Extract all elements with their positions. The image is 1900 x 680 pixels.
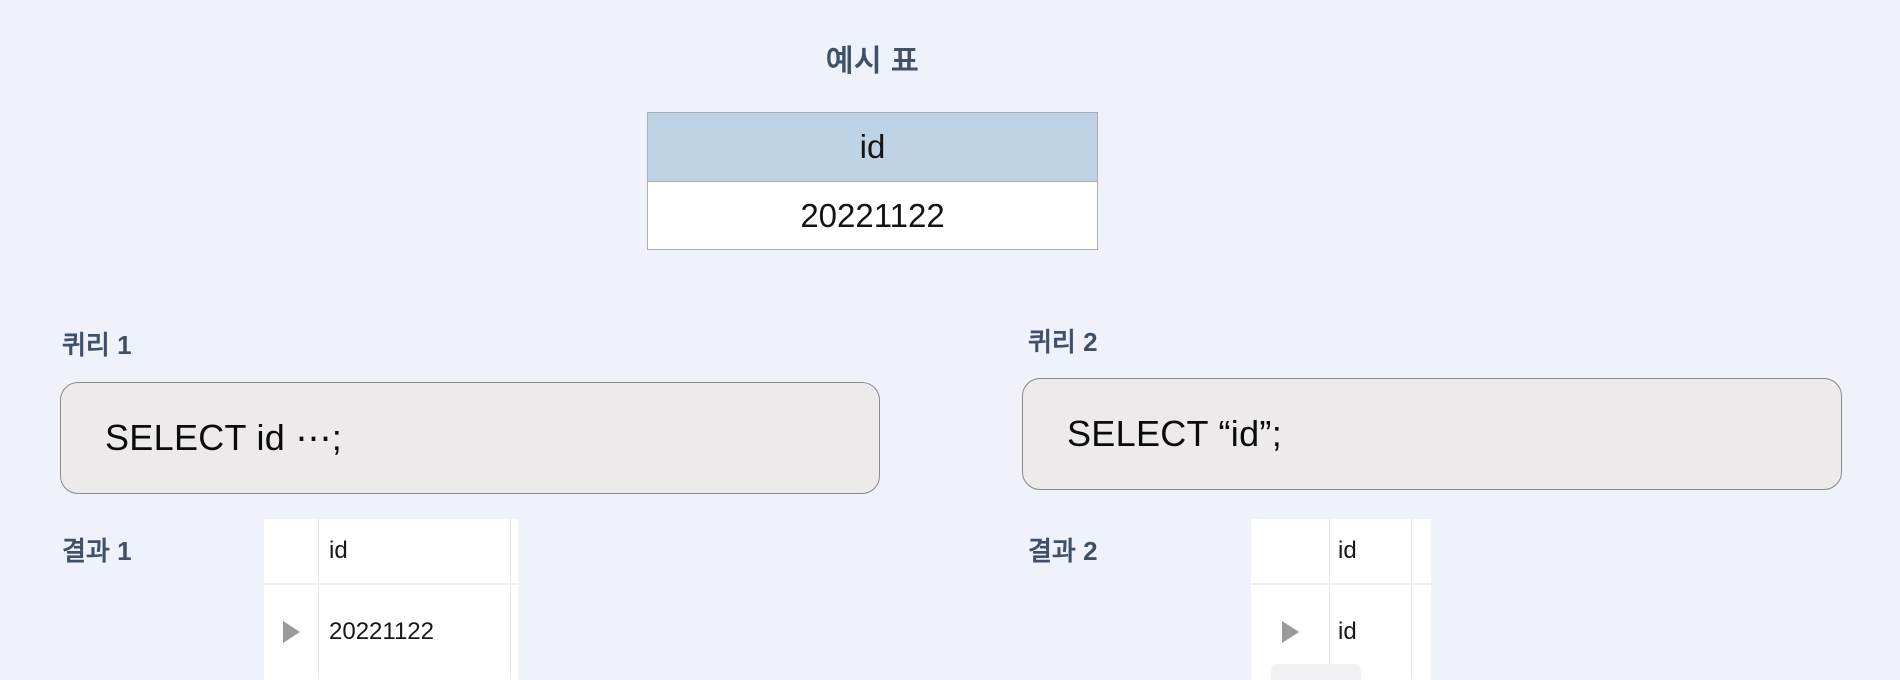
query-1-box[interactable]: SELECT id ⋯; xyxy=(60,382,880,494)
result-1-row-tail xyxy=(510,585,518,678)
result-1-header-row: id xyxy=(264,519,518,585)
result-2-grid: id id xyxy=(1251,519,1431,680)
result-1-grid: id 20221122 xyxy=(264,519,518,680)
example-table-title: 예시 표 xyxy=(825,45,920,78)
result-1-data-row[interactable]: 20221122 xyxy=(264,585,518,678)
result-2-cell-id-value[interactable]: id xyxy=(1329,585,1411,678)
query-2-label: 퀴리 2 xyxy=(1028,327,1098,357)
result-2-data-row[interactable]: id xyxy=(1251,585,1431,678)
query-1-label: 퀴리 1 xyxy=(62,330,132,360)
result-2-label: 결과 2 xyxy=(1028,536,1098,566)
result-2-row-marker[interactable] xyxy=(1251,585,1329,678)
result-1-header-tail xyxy=(510,519,518,583)
result-2-header-gutter xyxy=(1251,519,1329,583)
result-1-header-cell-id[interactable]: id xyxy=(318,519,510,583)
query-2-box[interactable]: SELECT “id”; xyxy=(1022,378,1842,490)
result-2-header-tail xyxy=(1411,519,1431,583)
example-table-header-cell-id: id xyxy=(648,113,1097,182)
example-table: id 20221122 xyxy=(647,112,1098,250)
result-1-cell-id-value[interactable]: 20221122 xyxy=(318,585,510,678)
example-table-cell-id-value: 20221122 xyxy=(648,182,1097,249)
result-2-row-tail xyxy=(1411,585,1431,678)
result-2-header-cell-id[interactable]: id xyxy=(1329,519,1411,583)
play-triangle-icon xyxy=(282,620,300,643)
play-triangle-icon xyxy=(1281,620,1299,643)
query-2-sql-text: SELECT “id”; xyxy=(1067,413,1282,454)
result-2-clipped-element xyxy=(1271,664,1361,680)
result-2-header-row: id xyxy=(1251,519,1431,585)
query-1-sql-text: SELECT id ⋯; xyxy=(105,417,343,458)
result-1-row-marker[interactable] xyxy=(264,585,318,678)
result-1-header-gutter xyxy=(264,519,318,583)
result-1-label: 결과 1 xyxy=(62,536,132,566)
